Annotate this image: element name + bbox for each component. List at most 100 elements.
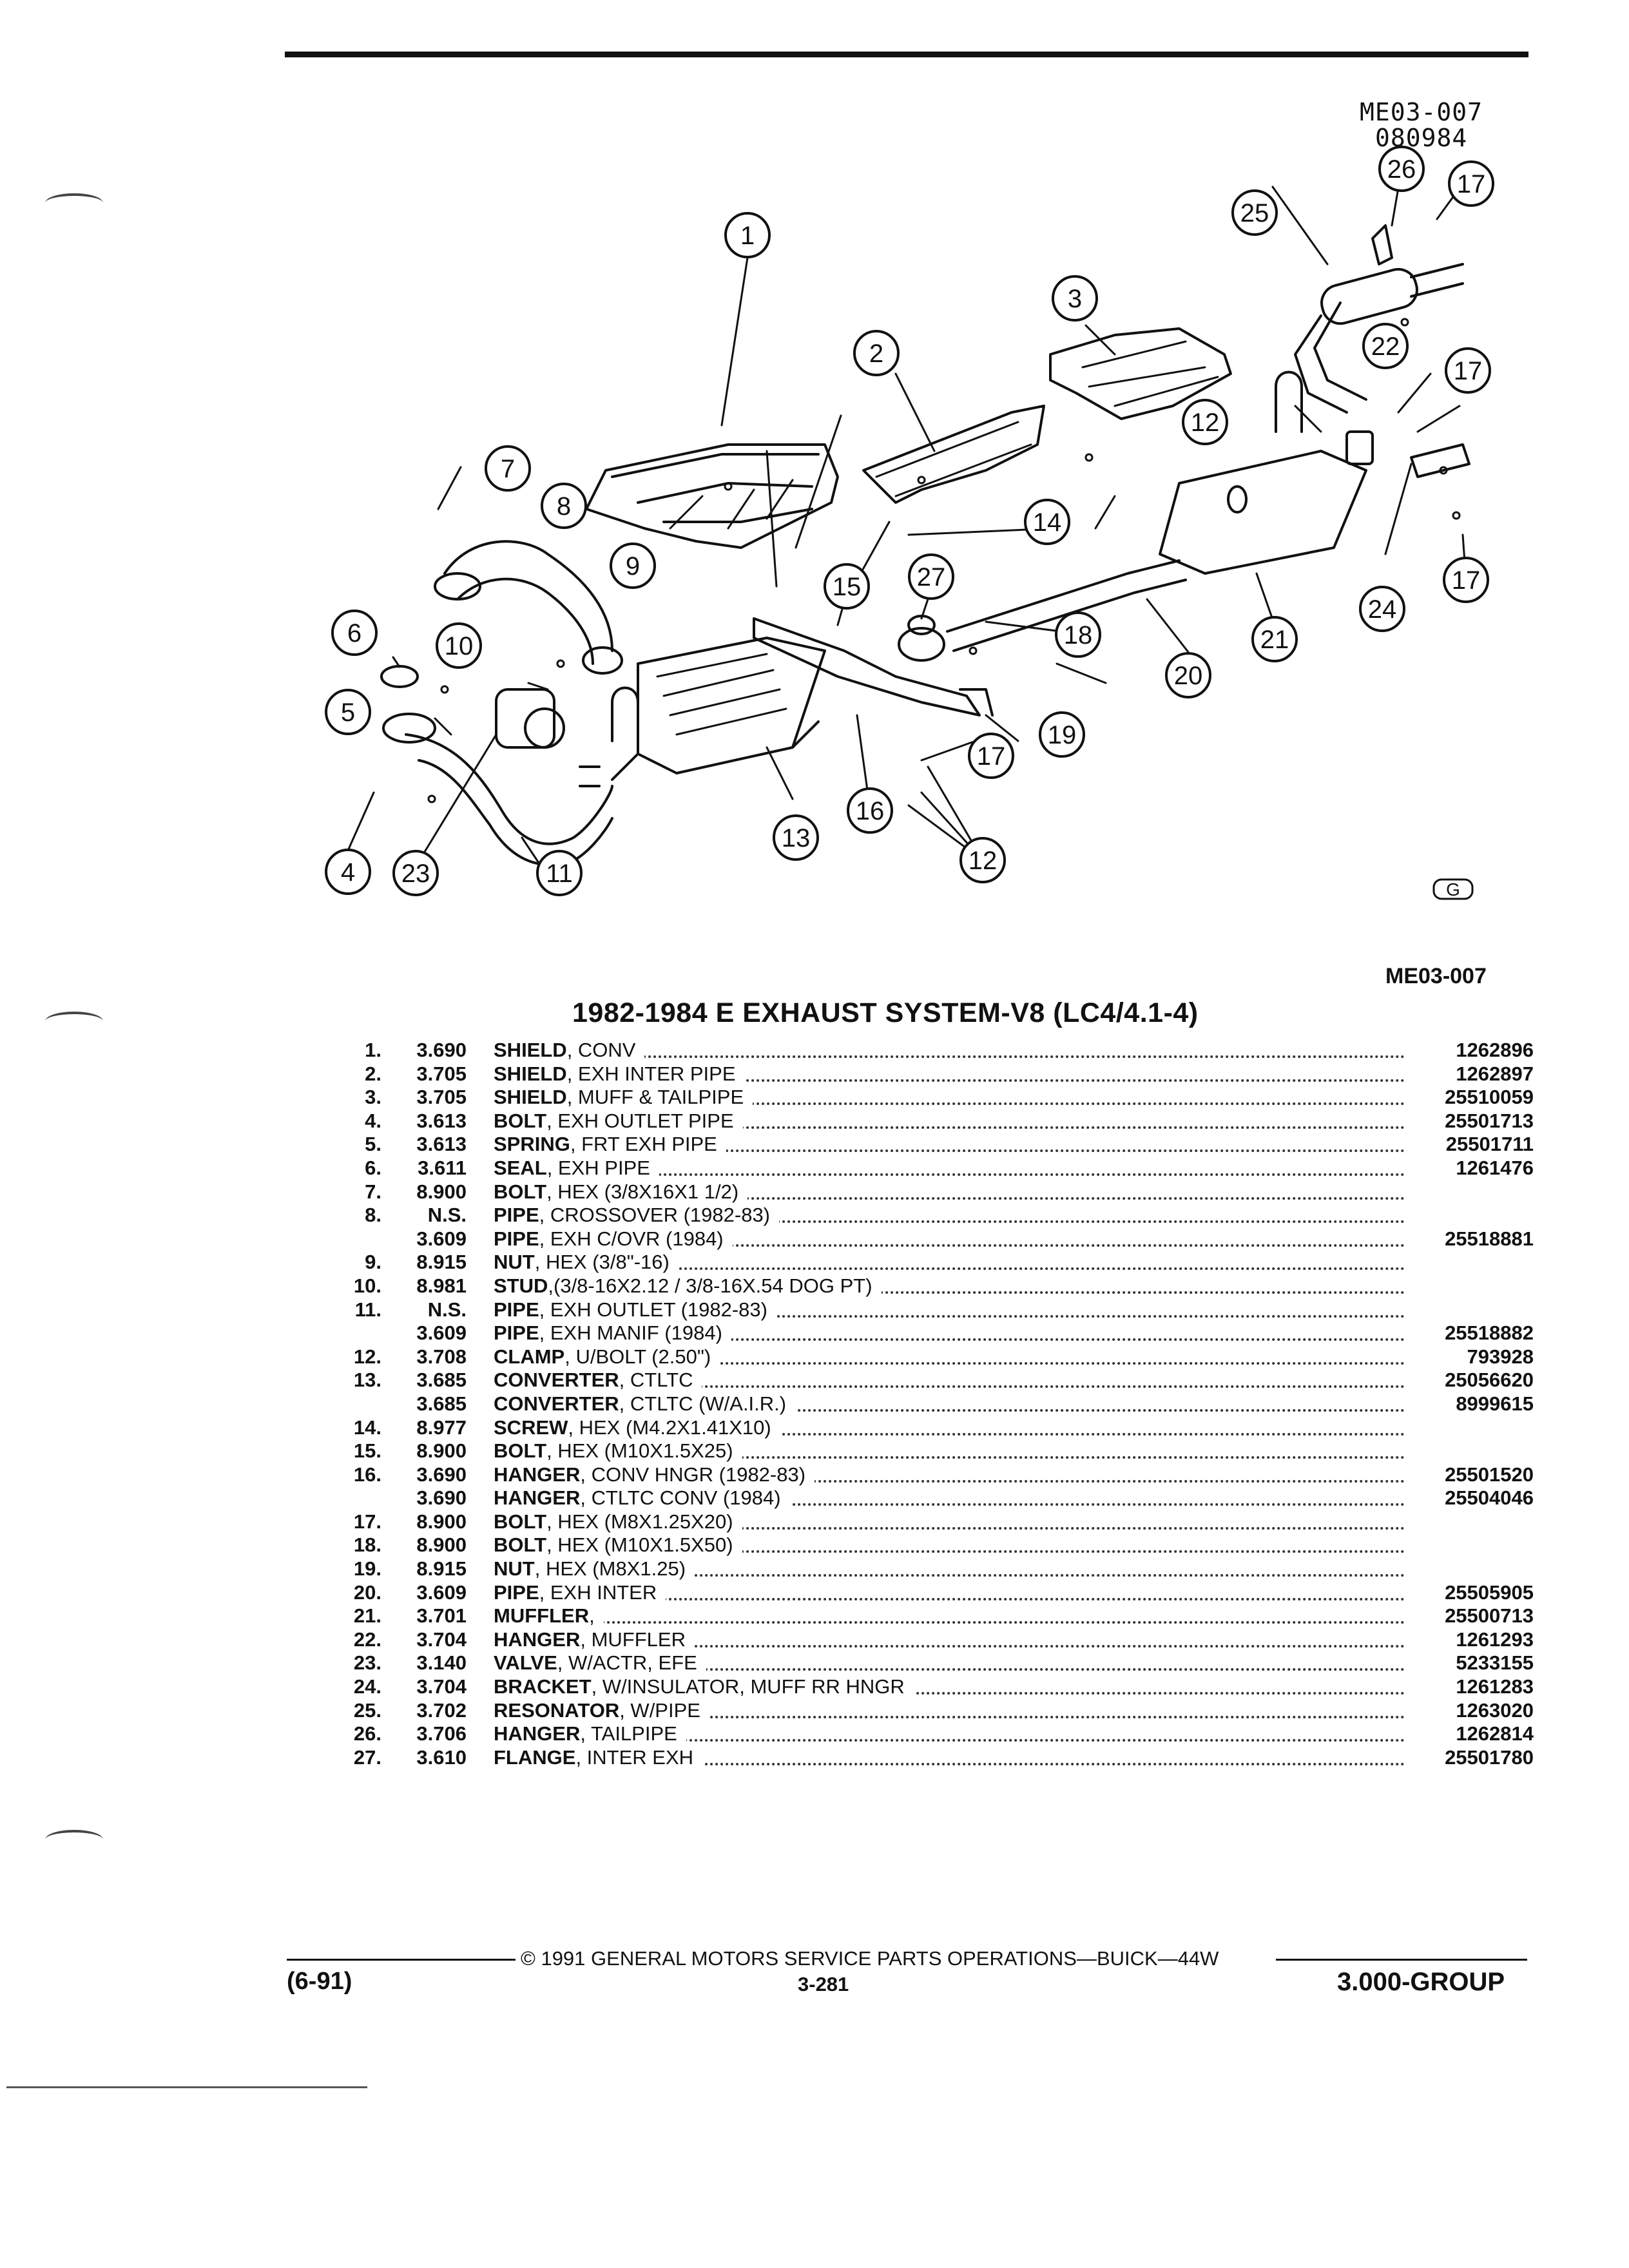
leader-dots (494, 1244, 1405, 1247)
part-detail: , HEX (3/8X16X1 1/2) (546, 1180, 739, 1203)
muffler-part (1159, 450, 1367, 575)
group-number: 3.685 (416, 1392, 467, 1415)
part-label: PIPE, CROSSOVER (1982-83) (494, 1204, 780, 1227)
callout-5: 5 (325, 689, 371, 735)
catalog-part-number: 25501520 (1445, 1463, 1534, 1486)
part-label: VALVE, W/ACTR, EFE (494, 1651, 706, 1675)
group-number: 3.610 (416, 1745, 467, 1769)
part-number: 5. (365, 1133, 381, 1156)
part-label: CONVERTER, CTLTC (W/A.I.R.) (494, 1392, 796, 1415)
part-description: MUFFLER, (494, 1604, 1405, 1628)
part-description: SHIELD, MUFF & TAILPIPE (494, 1086, 1405, 1109)
svg-text:4: 4 (341, 858, 355, 887)
part-detail: , HEX (M8X1.25X20) (546, 1510, 733, 1533)
part-name: SHIELD (494, 1039, 567, 1061)
leader-dots (494, 1196, 1405, 1200)
part-description: SEAL, EXH PIPE (494, 1156, 1405, 1180)
part-description: BOLT, EXH OUTLET PIPE (494, 1109, 1405, 1133)
part-description: SHIELD, EXH INTER PIPE (494, 1062, 1405, 1086)
footer-rule-right (1276, 1959, 1527, 1961)
part-row: 8.N.S.PIPE, CROSSOVER (1982-83) (335, 1204, 1534, 1227)
leader-dots (494, 1361, 1405, 1365)
part-detail: , EXH C/OVR (1984) (539, 1227, 724, 1250)
part-number: 22. (353, 1628, 381, 1651)
part-label: HANGER, MUFFLER (494, 1628, 695, 1651)
part-number: 20. (353, 1581, 381, 1604)
part-number: 15. (353, 1439, 381, 1463)
svg-text:23: 23 (401, 860, 430, 888)
part-label: SHIELD, MUFF & TAILPIPE (494, 1086, 753, 1109)
leader-dots (494, 1715, 1405, 1718)
part-name: STUD (494, 1274, 548, 1297)
part-number: 27. (353, 1745, 381, 1769)
callout-23: 23 (392, 850, 439, 896)
seal-part (380, 665, 419, 688)
group-number: 3.702 (416, 1698, 467, 1722)
part-number: 9. (365, 1251, 381, 1274)
leader-dots (494, 1621, 1405, 1624)
part-row: 11.N.S.PIPE, EXH OUTLET (1982-83) (335, 1298, 1534, 1322)
part-detail: , CONV (566, 1039, 636, 1061)
part-detail: , (589, 1604, 595, 1628)
part-number: 21. (353, 1604, 381, 1628)
part-label: PIPE, EXH C/OVR (1984) (494, 1227, 733, 1250)
group-number: 8.915 (416, 1557, 467, 1581)
leader-dots (494, 1692, 1405, 1695)
svg-text:27: 27 (917, 563, 946, 591)
part-detail: , FRT EXH PIPE (570, 1133, 717, 1156)
leader-dots (494, 1291, 1405, 1294)
figure-reference: ME03-007 (1385, 964, 1487, 988)
part-name: PIPE (494, 1581, 539, 1604)
footer-date: (6-91) (287, 1968, 352, 1995)
part-description: SHIELD, CONV (494, 1039, 1405, 1062)
leader-dots (494, 1408, 1405, 1412)
part-description: CLAMP, U/BOLT (2.50") (494, 1345, 1405, 1369)
svg-text:18: 18 (1064, 621, 1093, 649)
group-number: 8.900 (416, 1533, 467, 1557)
part-description: PIPE, CROSSOVER (1982-83) (494, 1204, 1405, 1227)
callout-9: 9 (610, 543, 656, 589)
part-description: CONVERTER, CTLTC (494, 1369, 1405, 1392)
part-name: BOLT (494, 1510, 547, 1533)
part-name: SCREW (494, 1416, 568, 1439)
callout-17d: 17 (968, 733, 1014, 779)
leader-dots (494, 1149, 1405, 1153)
part-detail: , W/INSULATOR, MUFF RR HNGR (591, 1675, 905, 1698)
callout-25: 25 (1231, 189, 1278, 236)
part-description: HANGER, MUFFLER (494, 1628, 1405, 1651)
callout-13: 13 (773, 814, 819, 861)
svg-text:12: 12 (1191, 408, 1220, 437)
part-detail: , CROSSOVER (1982-83) (539, 1204, 771, 1227)
part-detail: , MUFFLER (580, 1628, 686, 1651)
svg-text:17: 17 (1452, 566, 1481, 595)
catalog-part-number: 25518882 (1445, 1321, 1534, 1345)
part-detail: , W/ACTR, EFE (557, 1651, 697, 1675)
part-description: CONVERTER, CTLTC (W/A.I.R.) (494, 1392, 1405, 1416)
svg-text:5: 5 (341, 698, 355, 727)
catalog-part-number: 1262896 (1456, 1039, 1534, 1061)
catalytic-converter-part (611, 637, 826, 781)
part-label: MUFFLER, (494, 1604, 604, 1628)
part-name: SHIELD (494, 1086, 567, 1109)
callout-6: 6 (331, 610, 378, 656)
part-description: VALVE, W/ACTR, EFE (494, 1651, 1405, 1675)
tailpipe-hanger-part (1371, 224, 1393, 265)
muffler-shield-part (1049, 327, 1232, 420)
group-number: N.S. (427, 1298, 467, 1321)
svg-text:20: 20 (1174, 662, 1203, 690)
part-number: 19. (353, 1557, 381, 1581)
group-number: 8.977 (416, 1416, 467, 1439)
group-number: 3.690 (416, 1486, 467, 1510)
svg-text:22: 22 (1371, 332, 1400, 361)
part-name: CONVERTER (494, 1369, 619, 1392)
catalog-part-number: 1261293 (1456, 1628, 1534, 1651)
